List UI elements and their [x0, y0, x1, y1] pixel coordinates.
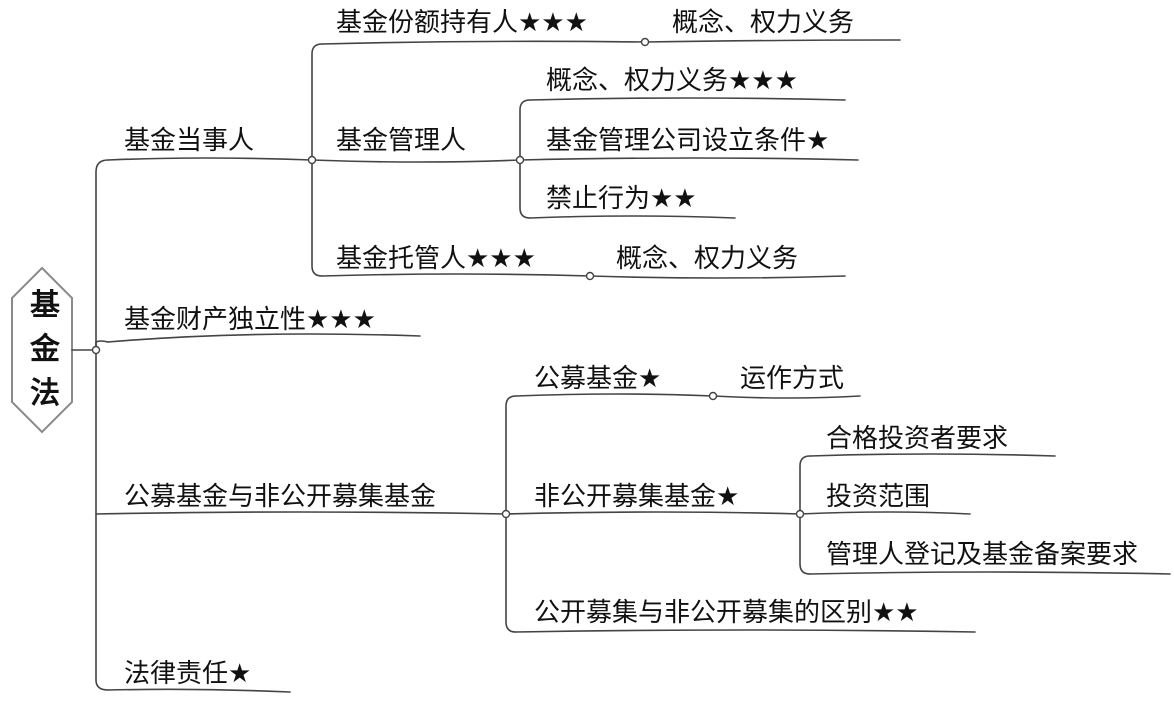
leaf-guanliren-1: 概念、权力义务★★★ [546, 66, 798, 96]
underline-dangshiren [107, 157, 313, 161]
root-char-1: 基 [30, 288, 60, 323]
root-char-2: 金 [30, 332, 60, 367]
node-qubie: 公开募集与非公开募集的区别★★ [534, 598, 919, 628]
underline-falv [107, 688, 291, 693]
leaf-feigongkai-1: 合格投资者要求 [826, 424, 1009, 454]
leaf-fene: 概念、权力义务 [672, 8, 855, 38]
node-tuoguanren: 基金托管人★★★ [336, 244, 536, 274]
node-feigongkai: 非公开募集基金★ [534, 482, 740, 512]
leaf-guanliren-3: 禁止行为★★ [546, 184, 697, 214]
leaf-feigongkai-2: 投资范围 [826, 482, 931, 512]
root-char-3: 法 [30, 376, 60, 411]
leaf-feigongkai-3: 管理人登记及基金备案要求 [826, 540, 1139, 570]
branch-mujijin: 公募基金与非公开募集基金 [124, 482, 437, 512]
leaf-gongmu: 运作方式 [740, 364, 845, 394]
node-fene: 基金份额持有人★★★ [336, 8, 588, 38]
branch-falv: 法律责任★ [124, 659, 252, 689]
leaf-guanliren-2: 基金管理公司设立条件★ [546, 126, 830, 156]
node-guanliren: 基金管理人 [336, 126, 467, 156]
node-gongmu: 公募基金★ [534, 364, 662, 394]
root-node-shape [11, 266, 73, 434]
underline-caichan [107, 333, 421, 343]
leaf-tuoguanren: 概念、权力义务 [616, 244, 799, 274]
branch-caichan: 基金财产独立性★★★ [124, 305, 376, 335]
underline-mujijin [95, 511, 507, 515]
branch-dangshiren: 基金当事人 [124, 126, 255, 156]
